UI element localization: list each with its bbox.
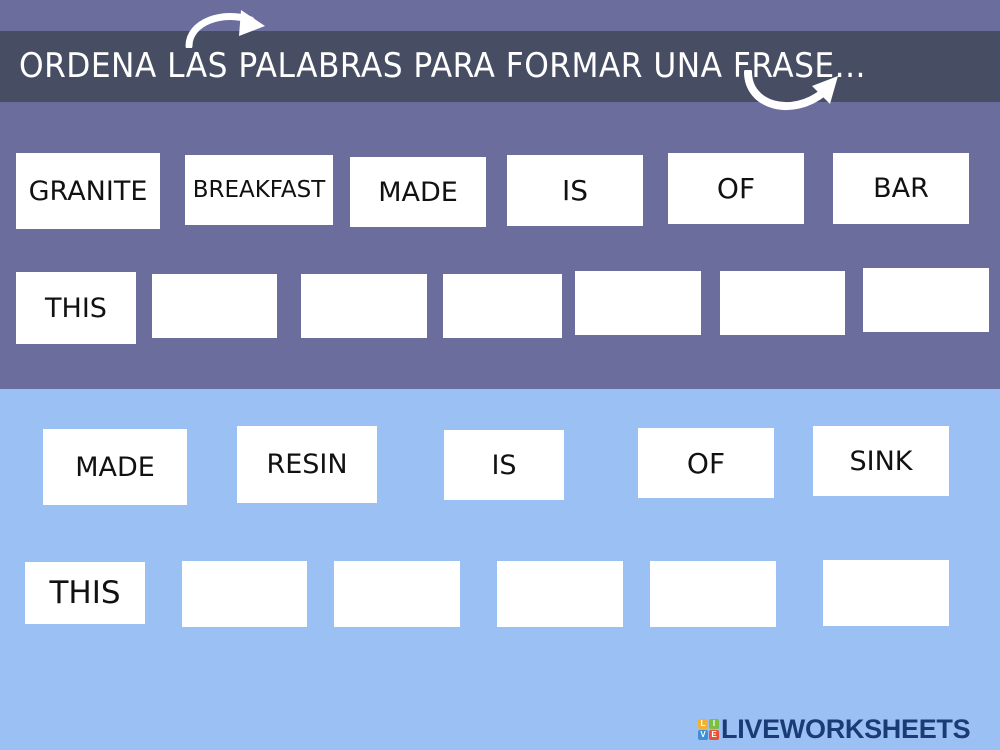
answer-slot-1[interactable] bbox=[152, 274, 277, 338]
logo-letter: E bbox=[709, 729, 719, 740]
answer-slot-6[interactable] bbox=[863, 268, 989, 332]
answer-slot-5[interactable] bbox=[720, 271, 845, 335]
word-card[interactable]: OF bbox=[638, 428, 774, 498]
word-card[interactable]: BAR bbox=[833, 153, 969, 224]
answer-slot-2[interactable] bbox=[334, 561, 460, 627]
answer-slot-4[interactable] bbox=[650, 561, 776, 627]
word-card[interactable]: MADE bbox=[350, 157, 486, 227]
word-card[interactable]: RESIN bbox=[237, 426, 377, 503]
word-card[interactable]: THIS bbox=[25, 562, 145, 624]
answer-slot-5[interactable] bbox=[823, 560, 949, 626]
logo-letter: I bbox=[709, 718, 719, 729]
answer-slot-2[interactable] bbox=[301, 274, 427, 338]
word-card[interactable]: SINK bbox=[813, 426, 949, 496]
word-card[interactable]: IS bbox=[507, 155, 643, 226]
word-card[interactable]: MADE bbox=[43, 429, 187, 505]
word-card[interactable]: THIS bbox=[16, 272, 136, 344]
page-title: ORDENA LAS PALABRAS PARA FORMAR UNA FRAS… bbox=[19, 46, 866, 86]
word-card[interactable]: IS bbox=[444, 430, 564, 500]
answer-slot-1[interactable] bbox=[182, 561, 307, 627]
logo-letter: V bbox=[698, 729, 708, 740]
word-card[interactable]: OF bbox=[668, 153, 804, 224]
word-card[interactable]: GRANITE bbox=[16, 153, 160, 229]
answer-slot-4[interactable] bbox=[575, 271, 701, 335]
word-card[interactable]: BREAKFAST bbox=[185, 155, 333, 225]
logo-letter: L bbox=[698, 718, 708, 729]
answer-slot-3[interactable] bbox=[497, 561, 623, 627]
answer-slot-3[interactable] bbox=[443, 274, 562, 338]
logo-text: LIVEWORKSHEETS bbox=[721, 713, 971, 744]
